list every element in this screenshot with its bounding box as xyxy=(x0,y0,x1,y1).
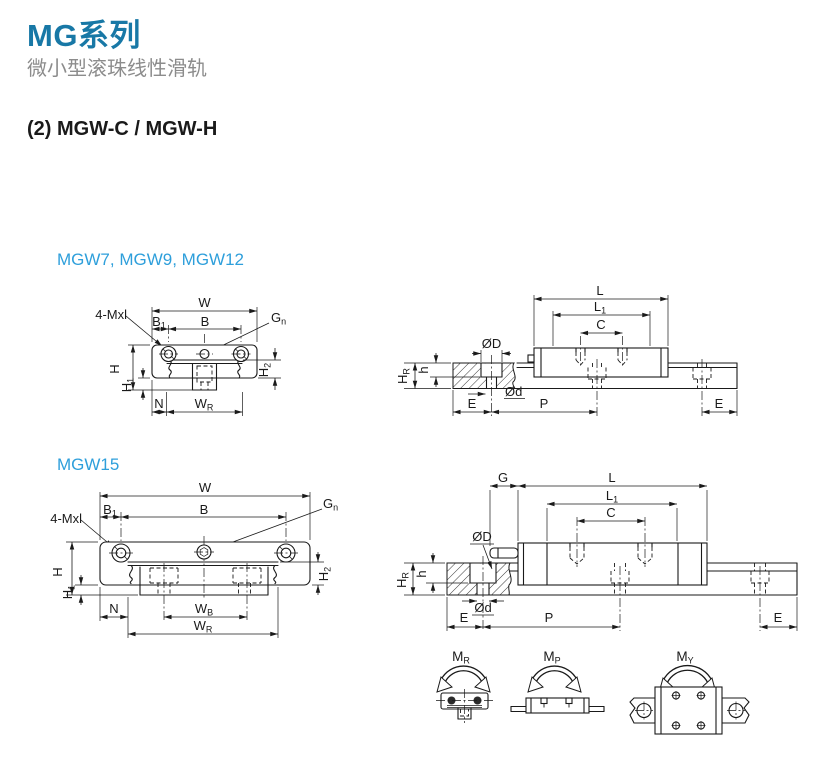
screw-hole xyxy=(671,691,681,700)
dim-hr: HR xyxy=(394,572,411,588)
dim-gn: Gn xyxy=(323,496,338,513)
dim-l1: L1 xyxy=(594,299,606,316)
dim-l1: L1 xyxy=(606,488,618,505)
dim-h: H xyxy=(107,364,122,373)
screw-hole xyxy=(671,721,681,730)
rotation-arrow-icon xyxy=(436,665,491,693)
grease-hole-center xyxy=(196,348,213,360)
dim-4mxl: 4-Mxl xyxy=(50,511,82,526)
dim-wr: WR xyxy=(195,396,214,413)
mgw15-side-view: G L L1 C ØD Ød HR h E P E xyxy=(394,470,798,631)
dim-w: W xyxy=(198,295,211,310)
dim-h2: H2 xyxy=(316,567,333,581)
series-label-mgw15: MGW15 xyxy=(57,455,120,474)
moment-label-my: MY xyxy=(676,649,693,666)
series-label-mgw7-9-12: MGW7, MGW9, MGW12 xyxy=(57,250,244,269)
dim-n: N xyxy=(109,601,118,616)
dim-wr: WR xyxy=(194,618,213,635)
dim-hr: HR xyxy=(395,368,412,384)
dim-c: C xyxy=(596,317,605,332)
dim-h2: H2 xyxy=(256,363,273,377)
dim-b: B xyxy=(201,314,210,329)
dim-w: W xyxy=(199,480,212,495)
dim-h-rail: h xyxy=(414,570,429,577)
dim-od-big: ØD xyxy=(472,529,492,544)
grease-hole-center xyxy=(194,544,214,560)
dim-gn: Gn xyxy=(271,310,286,327)
screw-hole xyxy=(696,721,706,730)
dim-n: N xyxy=(154,396,163,411)
section-heading: (2) MGW-C / MGW-H xyxy=(27,118,218,140)
counterbore-hole-left xyxy=(159,345,178,363)
tapped-hole xyxy=(617,336,628,368)
dim-e: E xyxy=(774,610,783,625)
tapped-hole xyxy=(575,336,586,368)
moment-mr: MR xyxy=(436,649,493,723)
moment-my: MY xyxy=(629,649,750,735)
dim-e: E xyxy=(460,610,469,625)
dim-e: E xyxy=(715,396,724,411)
grease-nipple xyxy=(489,547,519,559)
rotation-arrow-icon xyxy=(527,665,582,693)
screw-hole xyxy=(696,691,706,700)
dim-l: L xyxy=(596,283,603,298)
dim-wb: WB xyxy=(195,601,213,618)
moment-mp: MP xyxy=(510,649,605,714)
dim-b1: B1 xyxy=(152,314,166,331)
page-subtitle: 微小型滚珠线性滑轨 xyxy=(27,58,207,80)
mgw7-front-view: W B1 B 4-Mxl Gn H H1 H2 N WR xyxy=(95,295,286,416)
moment-label-mp: MP xyxy=(543,649,560,666)
dim-g: G xyxy=(498,470,508,485)
tapped-hole xyxy=(637,517,653,567)
dim-p: P xyxy=(540,396,549,411)
tapped-hole xyxy=(569,517,585,567)
dim-p: P xyxy=(545,610,554,625)
rail-slot-hidden xyxy=(232,563,262,621)
dim-l: L xyxy=(608,470,615,485)
dim-od-small: Ød xyxy=(474,600,491,615)
dim-od-small: Ød xyxy=(505,384,522,399)
rail-slot-hidden xyxy=(149,563,179,621)
rail-bolt-hidden xyxy=(692,359,712,416)
counterbore-hole-right xyxy=(231,345,251,363)
mgw7-side-view: L L1 C ØD Ød HR h E P E xyxy=(395,283,738,416)
dim-h1: H1 xyxy=(119,378,136,392)
rail-bolt-hidden xyxy=(587,359,607,416)
dim-b1: B1 xyxy=(103,502,117,519)
page-title: MG系列 xyxy=(27,18,141,53)
dim-4mxl: 4-Mxl xyxy=(95,307,127,322)
dim-od-big: ØD xyxy=(482,336,502,351)
dim-c: C xyxy=(606,505,615,520)
dim-h-rail: h xyxy=(416,366,431,373)
dim-b: B xyxy=(200,502,209,517)
dim-h1: H1 xyxy=(60,585,77,599)
rail-bolt-hidden xyxy=(750,563,770,631)
mgw15-front-view: W B1 B 4-Mxl Gn H H1 H2 N WB WR xyxy=(50,480,338,638)
counterbore-hole-left xyxy=(109,543,133,563)
dim-e: E xyxy=(468,396,477,411)
moment-label-mr: MR xyxy=(452,649,470,666)
dim-h: H xyxy=(50,567,65,576)
rail-bolt-hidden xyxy=(610,563,630,631)
